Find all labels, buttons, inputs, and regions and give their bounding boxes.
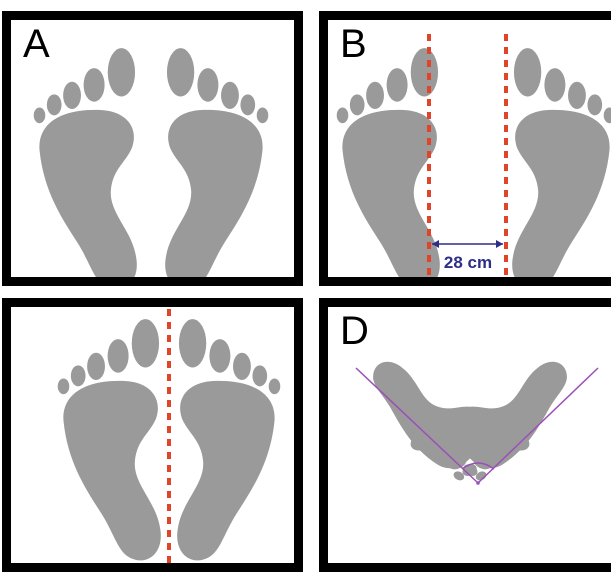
right-foot — [165, 48, 268, 277]
left-foot — [337, 48, 440, 277]
feet-angled — [328, 307, 611, 563]
panel-b: B 28 cm — [319, 11, 611, 286]
feet-apart: 28 cm — [328, 20, 611, 277]
panel-c — [2, 298, 303, 572]
left-foot — [58, 319, 161, 560]
right-foot — [347, 356, 534, 502]
feet-together — [11, 307, 294, 563]
right-foot — [177, 319, 280, 560]
distance-label: 28 cm — [444, 253, 492, 272]
right-foot — [512, 48, 611, 277]
feet-parallel — [11, 20, 294, 277]
panel-d: D — [319, 298, 611, 572]
angle-vertex — [476, 481, 480, 485]
panel-a: A — [2, 11, 303, 286]
left-foot — [34, 48, 137, 277]
measurement-arrow — [432, 240, 503, 248]
